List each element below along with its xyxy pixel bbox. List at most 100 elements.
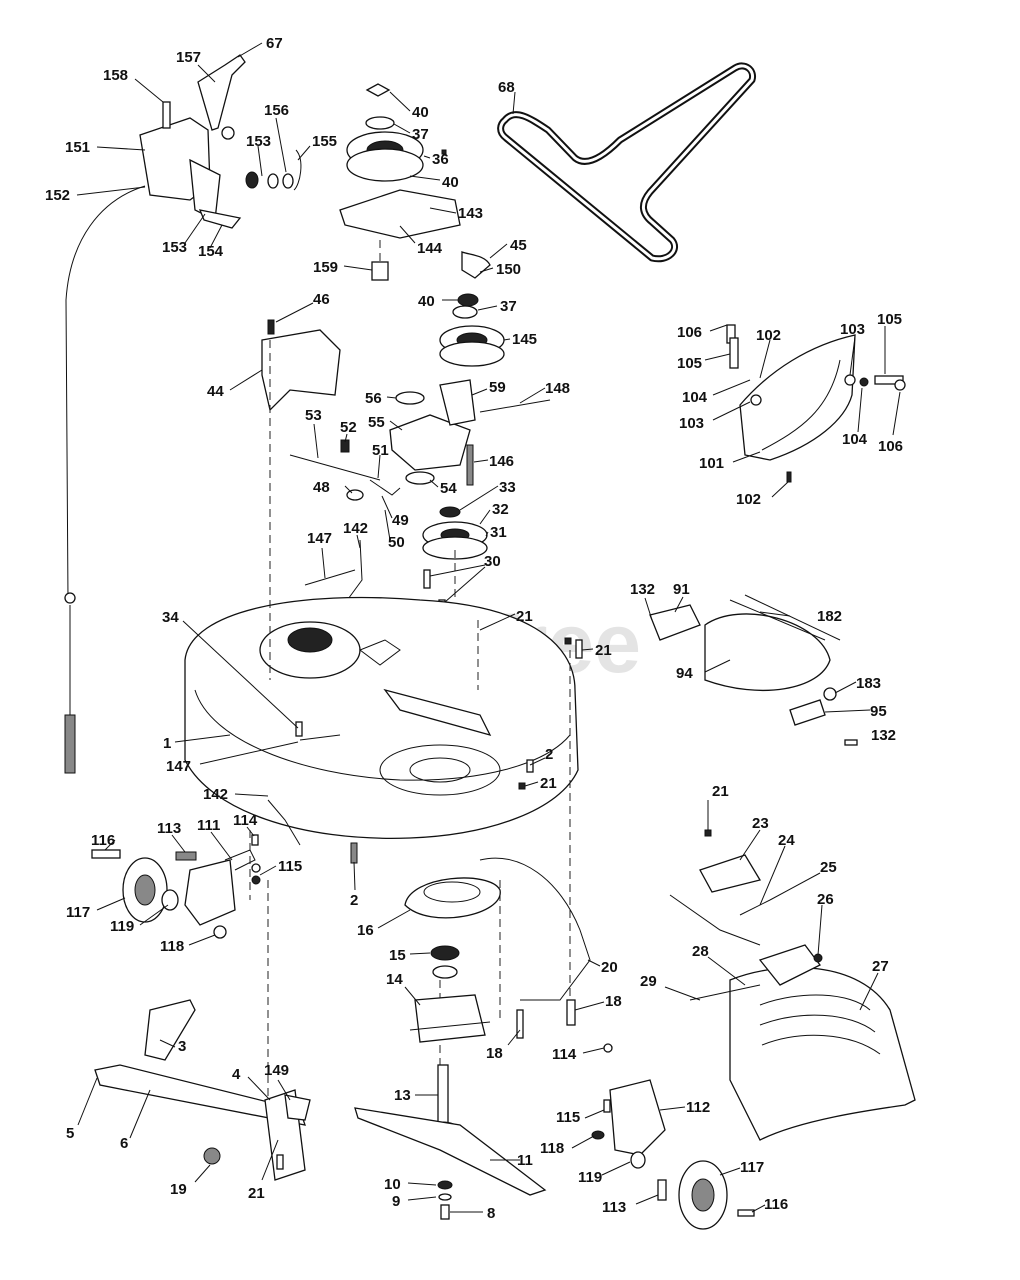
callout-labels: 67 157 158 156 153 155 151 152 153 154 4…	[45, 35, 903, 1222]
callout-102: 102	[756, 327, 781, 344]
callout-40: 40	[418, 293, 435, 310]
callout-113: 113	[602, 1199, 626, 1216]
callout-103: 103	[679, 415, 704, 432]
callout-10: 10	[384, 1176, 401, 1193]
callout-59: 59	[489, 379, 506, 396]
callout-20: 20	[601, 959, 618, 976]
callout-44: 44	[207, 383, 224, 400]
callout-106: 106	[677, 324, 702, 341]
pulley-145-stack	[439, 251, 505, 367]
callout-114: 114	[233, 812, 258, 829]
callout-142: 142	[343, 520, 368, 537]
callout-94: 94	[676, 665, 693, 682]
callout-145: 145	[512, 331, 537, 348]
callout-154: 154	[198, 243, 224, 260]
callout-53: 53	[305, 407, 322, 424]
callout-51: 51	[372, 442, 389, 459]
callout-68: 68	[498, 79, 515, 96]
callout-16: 16	[357, 922, 374, 939]
callout-182: 182	[817, 608, 842, 625]
callout-32: 32	[492, 501, 509, 518]
callout-4: 4	[232, 1066, 241, 1083]
callout-103: 103	[840, 321, 865, 338]
callout-112: 112	[686, 1099, 710, 1116]
callout-14: 14	[386, 971, 403, 988]
callout-48: 48	[313, 479, 330, 496]
callout-117: 117	[66, 904, 90, 921]
callout-119: 119	[578, 1169, 602, 1186]
callout-157: 157	[176, 49, 201, 66]
callout-6: 6	[120, 1135, 128, 1152]
callout-104: 104	[682, 389, 708, 406]
lift-lever-assembly	[139, 54, 302, 229]
callout-106: 106	[878, 438, 903, 455]
callout-150: 150	[496, 261, 521, 278]
callout-149: 149	[264, 1062, 289, 1079]
callout-21: 21	[516, 608, 533, 625]
callout-11: 11	[517, 1152, 533, 1169]
callout-152: 152	[45, 187, 70, 204]
misc-hardware	[276, 149, 583, 1170]
callout-156: 156	[264, 102, 289, 119]
callout-40: 40	[412, 104, 429, 121]
callout-56: 56	[365, 390, 382, 407]
belt-guard	[261, 319, 341, 412]
leader-lines	[76, 42, 901, 1213]
spindle-and-blade	[350, 842, 547, 1220]
idler-arm-assembly	[289, 379, 551, 518]
front-gauge-wheel-left	[91, 799, 301, 939]
front-hanger-links	[94, 999, 311, 1181]
callout-118: 118	[160, 938, 184, 955]
callout-153: 153	[162, 239, 187, 256]
callout-104: 104	[842, 431, 868, 448]
callout-95: 95	[870, 703, 887, 720]
callout-147: 147	[166, 758, 191, 775]
callout-111: 111	[197, 817, 220, 834]
callout-117: 117	[740, 1159, 764, 1176]
callout-50: 50	[388, 534, 405, 551]
callout-183: 183	[856, 675, 881, 692]
idler-pulley-upper	[339, 83, 461, 281]
callout-46: 46	[313, 291, 330, 308]
mulch-cover-assembly	[669, 829, 916, 1141]
callout-2: 2	[545, 746, 553, 763]
callout-115: 115	[556, 1109, 580, 1126]
callout-158: 158	[103, 67, 128, 84]
callout-37: 37	[412, 126, 429, 143]
callout-105: 105	[877, 311, 902, 328]
callout-25: 25	[820, 859, 837, 876]
callout-8: 8	[487, 1205, 495, 1222]
callout-155: 155	[312, 133, 337, 150]
discharge-deflector	[726, 324, 906, 483]
callout-21: 21	[712, 783, 729, 800]
callout-21: 21	[595, 642, 612, 659]
callout-153: 153	[246, 133, 271, 150]
callout-52: 52	[340, 419, 357, 436]
callout-116: 116	[764, 1196, 788, 1213]
callout-45: 45	[510, 237, 527, 254]
callout-55: 55	[368, 414, 385, 431]
callout-119: 119	[110, 918, 134, 935]
callout-13: 13	[394, 1087, 411, 1104]
callout-36: 36	[432, 151, 449, 168]
callout-113: 113	[157, 820, 181, 837]
callout-151: 151	[65, 139, 90, 156]
callout-9: 9	[392, 1193, 400, 1210]
callout-118: 118	[540, 1140, 564, 1157]
callout-27: 27	[872, 958, 889, 975]
callout-114: 114	[552, 1046, 577, 1063]
front-gauge-wheel-right	[591, 1043, 755, 1230]
drive-belt	[497, 62, 757, 263]
callout-101: 101	[699, 455, 724, 472]
callout-40: 40	[442, 174, 459, 191]
deck-support-arm	[479, 857, 591, 1039]
callout-143: 143	[458, 205, 483, 222]
callout-132: 132	[630, 581, 655, 598]
callout-2: 2	[350, 892, 358, 909]
callout-15: 15	[389, 947, 406, 964]
callout-37: 37	[500, 298, 517, 315]
callout-23: 23	[752, 815, 769, 832]
callout-159: 159	[313, 259, 338, 276]
callout-18: 18	[486, 1045, 503, 1062]
